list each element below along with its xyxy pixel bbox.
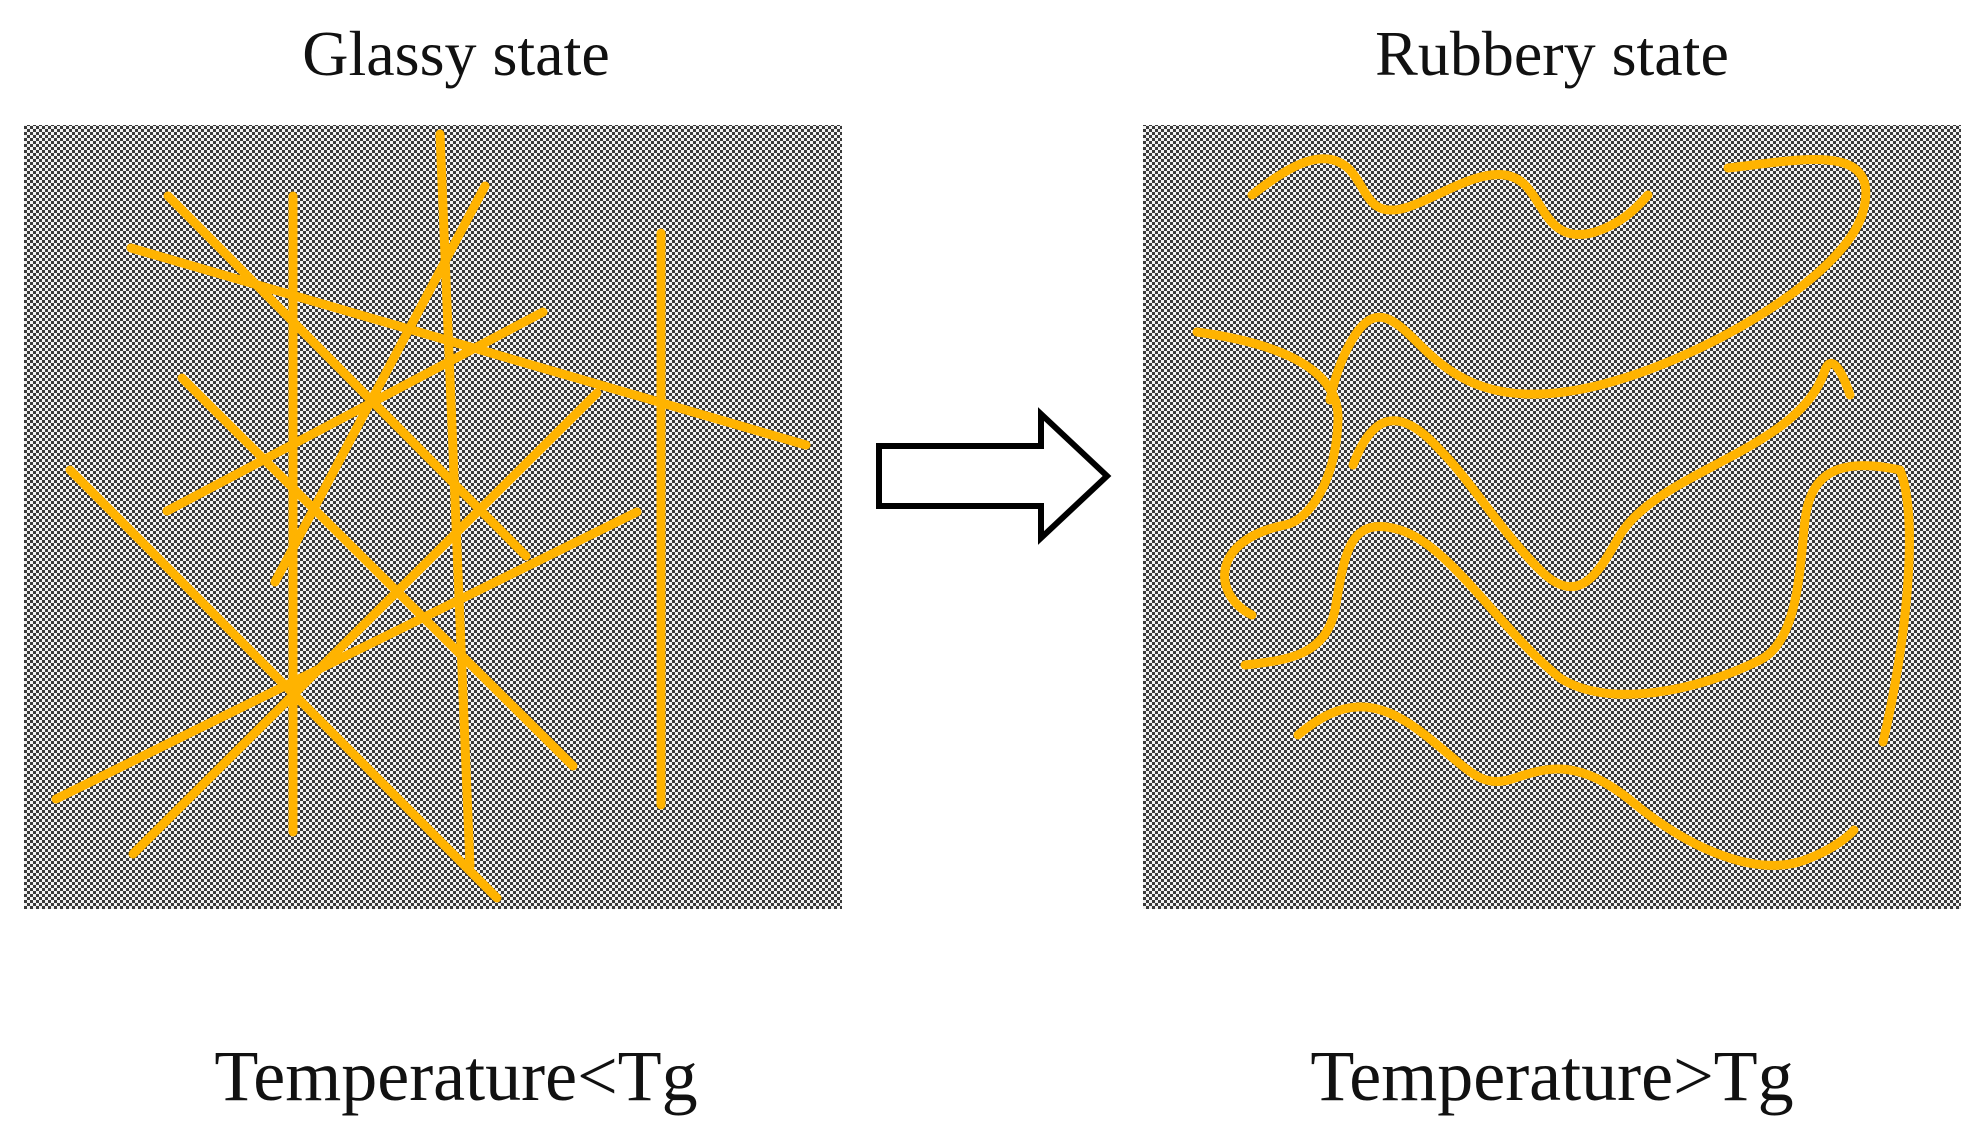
flexible-polymer-chains xyxy=(1192,154,1914,870)
glassy-temperature-condition: Temperature<Tg xyxy=(214,1036,698,1116)
rubbery-state-panel xyxy=(1143,125,1961,909)
flexible-chain xyxy=(1325,155,1871,405)
glassy-state-title: Glassy state xyxy=(302,18,610,89)
glassy-panel-background xyxy=(24,125,842,909)
flexible-chain xyxy=(1192,327,1343,620)
rigid-chain xyxy=(162,307,548,516)
rubbery-state-title: Rubbery state xyxy=(1375,18,1729,89)
rigid-chain xyxy=(177,373,578,771)
flexible-chain xyxy=(1348,358,1855,591)
rigid-chain xyxy=(51,507,642,804)
rubbery-panel-background xyxy=(1143,125,1961,909)
flexible-chain xyxy=(1247,154,1653,239)
transition-arrow-icon xyxy=(876,407,1112,545)
rigid-chain xyxy=(128,388,602,859)
rigid-chain xyxy=(163,191,531,561)
flexible-chain xyxy=(1240,461,1914,747)
rigid-polymer-chains xyxy=(51,129,811,903)
flexible-chain xyxy=(1293,702,1859,870)
rubbery-temperature-condition: Temperature>Tg xyxy=(1310,1036,1794,1116)
rigid-chain xyxy=(270,181,490,587)
glassy-state-panel xyxy=(24,125,842,909)
